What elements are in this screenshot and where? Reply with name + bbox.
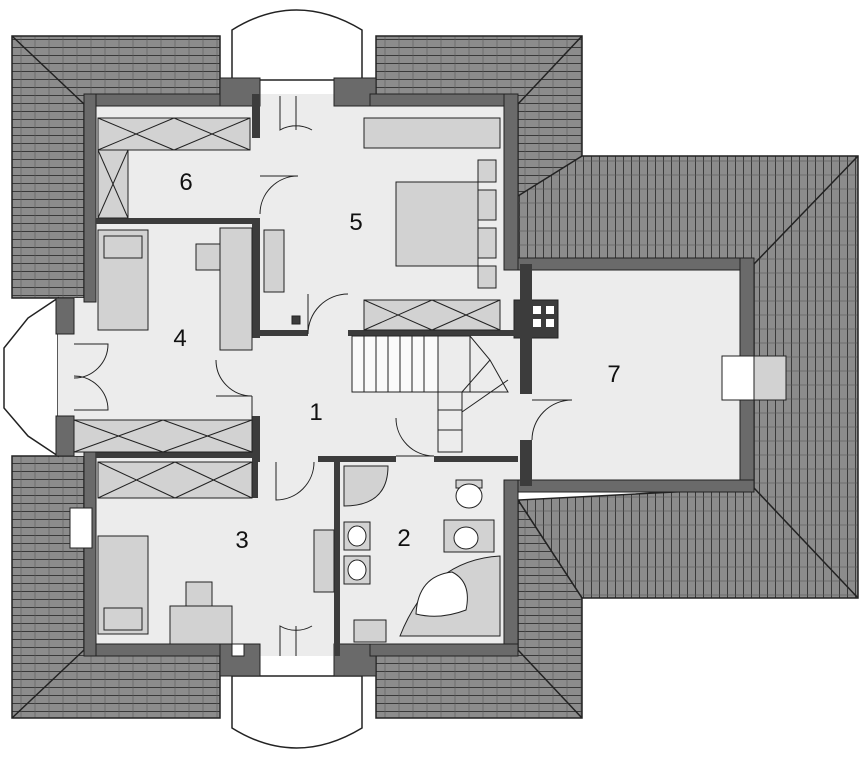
walls (55, 77, 755, 677)
staircase (351, 335, 509, 453)
room-label-7: 7 (607, 361, 620, 388)
wardrobe-room-4 (73, 419, 253, 453)
bay-window-bottom (231, 675, 363, 749)
room-label-4: 4 (173, 325, 186, 352)
room-label-3: 3 (235, 527, 248, 554)
room-label-5: 5 (349, 209, 362, 236)
room-labels: 1 2 3 4 5 6 7 (173, 169, 620, 554)
cabinet-room-2 (353, 619, 387, 643)
bay-windows (3, 9, 363, 749)
toilet (455, 483, 483, 509)
furniture (73, 117, 501, 645)
shelf-room-3 (313, 529, 335, 593)
wardrobe-room-5-bottom (363, 299, 501, 331)
room-label-1: 1 (309, 399, 322, 426)
dormer-window (69, 315, 787, 657)
double-bed (395, 181, 479, 267)
room-label-2: 2 (397, 525, 410, 552)
desk-room-3 (169, 605, 233, 645)
shower (343, 465, 389, 507)
bay-window-top (231, 9, 363, 81)
doors (73, 96, 573, 656)
desk-room-4 (219, 227, 253, 351)
bay-window-left (3, 296, 59, 458)
room-label-6: 6 (179, 169, 192, 196)
dresser-room-5 (263, 229, 285, 293)
partitions (96, 94, 532, 656)
wardrobe-room-6 (97, 117, 251, 151)
wardrobe-room-5 (363, 117, 501, 149)
wardrobe-room-3 (97, 461, 253, 499)
